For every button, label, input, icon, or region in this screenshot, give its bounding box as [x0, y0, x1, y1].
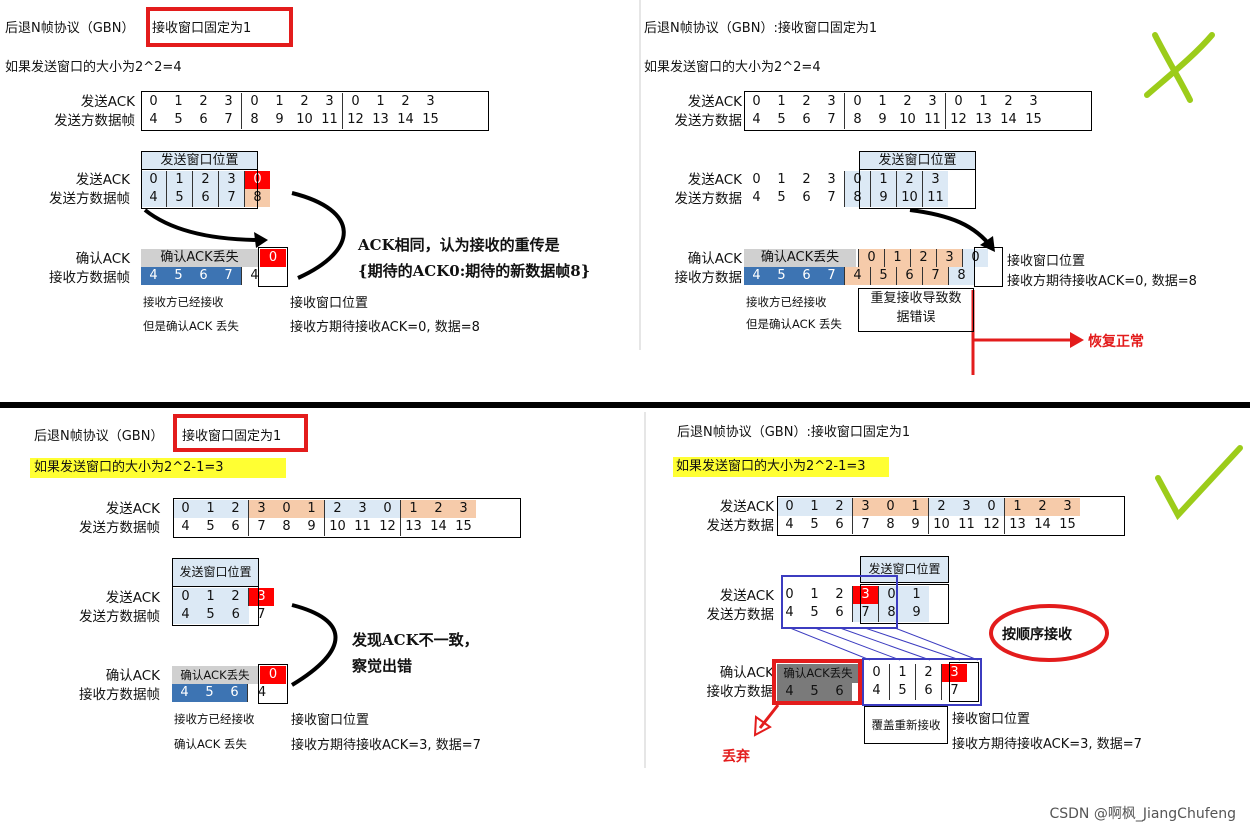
tl-note2: 但是确认ACK 丢失 — [143, 319, 239, 333]
bl-note1: 接收方已经接收 — [174, 712, 255, 726]
tr-send-labels: 发送ACK 发送方数据 — [674, 172, 743, 207]
tr-window-header: 发送窗口位置 — [859, 151, 976, 170]
bl-send-labels: 发送ACK 发送方数据帧 — [79, 590, 160, 625]
tl-title-box — [146, 7, 293, 47]
tl-title-boxed: 接收窗口固定为1 — [152, 21, 252, 36]
tl-window-header: 发送窗口位置 — [141, 151, 258, 170]
tl-recv-ack: 0 — [260, 249, 286, 267]
br-title: 后退N帧协议（GBN）:接收窗口固定为1 — [677, 425, 911, 440]
tr-expect: 接收方期待接收ACK=0, 数据=8 — [1007, 274, 1197, 289]
br-lost-ack: 确认ACK丢失 — [777, 664, 859, 683]
bl-callout-1: 发现ACK不一致， — [352, 631, 479, 649]
br-blue-window — [781, 575, 898, 629]
br-window-header: 发送窗口位置 — [860, 556, 949, 583]
tr-lost-ack: 确认ACK丢失 — [744, 249, 856, 267]
tr-top-labels: 发送ACK 发送方数据 — [674, 94, 743, 129]
bl-subtitle: 如果发送窗口的大小为2^2-1=3 — [30, 458, 286, 478]
tl-note1: 接收方已经接收 — [143, 295, 224, 309]
bl-top-labels: 发送ACK 发送方数据帧 — [79, 501, 160, 536]
tr-recv-labels: 确认ACK 接收方数据 — [674, 251, 743, 286]
br-in-order-text: 按顺序接收 — [1002, 627, 1072, 643]
tr-subtitle: 如果发送窗口的大小为2^2=4 — [644, 60, 821, 75]
br-discard-text: 丢弃 — [722, 749, 750, 765]
bl-recv-labels: 确认ACK 接收方数据帧 — [79, 668, 160, 703]
bl-recv-ack: 0 — [260, 666, 286, 684]
tr-note1: 接收方已经接收 — [746, 295, 827, 309]
bl-lost-ack: 确认ACK丢失 — [172, 666, 258, 684]
tl-subtitle: 如果发送窗口的大小为2^2=4 — [5, 60, 182, 75]
br-subtitle: 如果发送窗口的大小为2^2-1=3 — [673, 457, 889, 477]
bl-title-boxed: 接收窗口固定为1 — [182, 429, 282, 444]
tl-top-labels: 发送ACK 发送方数据帧 — [54, 94, 135, 129]
bl-title-prefix: 后退N帧协议（GBN） — [34, 429, 164, 444]
bl-note2: 确认ACK 丢失 — [174, 737, 247, 751]
tl-send-labels: 发送ACK 发送方数据帧 — [49, 172, 130, 207]
tl-callout-2: {期待的ACK0:期待的新数据帧8} — [358, 262, 591, 280]
tr-recv-window-label: 接收窗口位置 — [1007, 254, 1086, 269]
check-mark-icon — [1155, 445, 1243, 521]
tl-recv-window-label: 接收窗口位置 — [290, 296, 369, 311]
tl-callout-1: ACK相同，认为接收的重传是 — [358, 236, 560, 254]
br-recv-labels: 确认ACK 接收方数据 — [706, 665, 775, 700]
bl-recv-window-label: 接收窗口位置 — [291, 713, 370, 728]
tl-expect: 接收方期待接收ACK=0, 数据=8 — [290, 320, 480, 335]
br-recv-blue-box — [862, 658, 982, 706]
br-expect: 接收方期待接收ACK=3, 数据=7 — [952, 737, 1142, 752]
tl-title-prefix: 后退N帧协议（GBN） — [5, 21, 135, 36]
tr-note2: 但是确认ACK 丢失 — [746, 317, 842, 331]
tr-title: 后退N帧协议（GBN）:接收窗口固定为1 — [644, 21, 878, 36]
bl-title-box — [173, 414, 308, 452]
br-overwrite-box: 覆盖重新接收 — [864, 706, 948, 744]
br-send-labels: 发送ACK 发送方数据 — [706, 588, 775, 623]
in-order-ellipse — [989, 604, 1109, 662]
tr-error-box: 重复接收导致数 据错误 — [858, 288, 974, 332]
cross-mark-icon — [1144, 32, 1215, 103]
bl-expect: 接收方期待接收ACK=3, 数据=7 — [291, 738, 481, 753]
tl-recv-labels: 确认ACK 接收方数据帧 — [49, 251, 130, 286]
bl-window-header: 发送窗口位置 — [172, 558, 259, 587]
watermark: CSDN @啊枫_JiangChufeng — [1049, 806, 1236, 822]
tr-recover-text: 恢复正常 — [1088, 334, 1144, 350]
br-discard-box — [772, 659, 862, 705]
bl-callout-2: 察觉出错 — [352, 657, 413, 675]
br-top-labels: 发送ACK 发送方数据 — [706, 499, 775, 534]
tl-lost-ack: 确认ACK丢失 — [141, 249, 258, 267]
tl-arrows — [143, 191, 346, 280]
br-recv-window-label: 接收窗口位置 — [952, 712, 1031, 727]
